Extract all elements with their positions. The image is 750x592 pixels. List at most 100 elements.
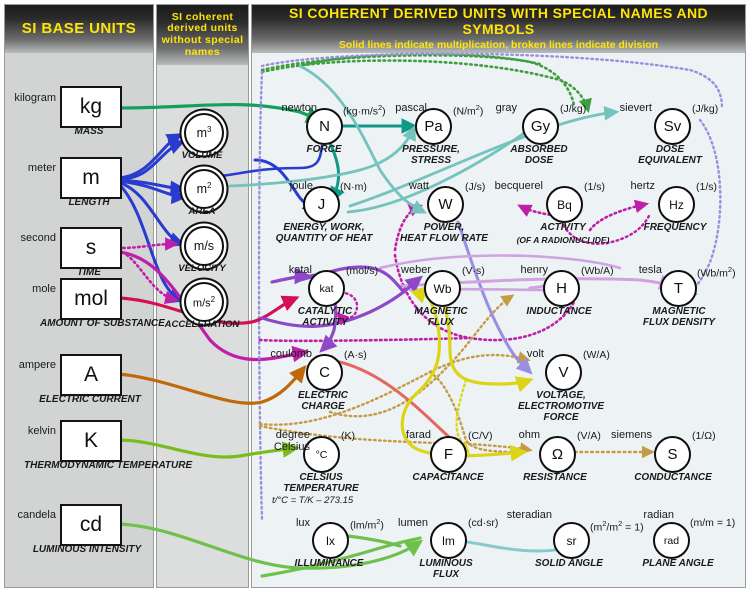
header-base-title: SI BASE UNITS	[21, 19, 137, 37]
unit-expression: (K)	[341, 430, 355, 442]
unit-quantity: INDUCTANCE	[526, 306, 592, 317]
unit-quantity: SOLID ANGLE	[535, 558, 603, 569]
unit-name: radian	[643, 509, 674, 521]
base-unit-symbol: mol	[60, 278, 122, 320]
base-unit-symbol: s	[60, 227, 122, 269]
unit-quantity: CAPACITANCE	[412, 472, 484, 483]
unit-symbol-W: W	[427, 186, 464, 223]
base-unit-quantity: LUMINOUS INTENSITY	[32, 544, 142, 555]
base-unit-quantity: MASS	[74, 126, 104, 137]
unit-expression: (Wb/m2)	[697, 265, 736, 280]
base-unit-quantity: AMOUNT OF SUBSTANCE	[40, 318, 165, 329]
unit-symbol-kat: kat	[308, 270, 345, 307]
unit-name: pascal	[395, 102, 427, 114]
unit-quantity: RESISTANCE	[523, 472, 587, 483]
unit-name: volt	[526, 348, 544, 360]
header-derived-no-special-names: SI coherent derived units without specia…	[157, 5, 248, 65]
header-middle-title: SI coherent derived units without specia…	[161, 10, 244, 58]
unit-quantity: PLANE ANGLE	[642, 558, 714, 569]
unit-quantity: FORCE	[306, 144, 342, 155]
unit-symbol-V: V	[545, 354, 582, 391]
celsius-formula: t/°C = T/K – 273.15	[272, 495, 354, 506]
unit-expression: (C/V)	[468, 430, 493, 442]
unit-expression: (V·s)	[462, 265, 485, 277]
unit-expression: (J/kg)	[692, 103, 719, 115]
unit-name: ohm	[518, 429, 540, 441]
base-unit-symbol: A	[60, 354, 122, 396]
unit-symbol-Hz: Hz	[658, 186, 695, 223]
unit-expression: (lm/m2)	[350, 517, 384, 532]
unit-expression: (W/A)	[583, 349, 610, 361]
unit-expression: (N/m2)	[453, 103, 484, 118]
unit-quantity: POWER,HEAT FLOW RATE	[400, 222, 488, 244]
unit-name: siemens	[611, 429, 652, 441]
unit-name: becquerel	[494, 180, 543, 192]
unit-expression: (V/A)	[577, 430, 601, 442]
unit-expression: (1/s)	[584, 181, 605, 193]
unit-expression: (Wb/A)	[581, 265, 614, 277]
base-unit-name: ampere	[18, 359, 56, 371]
unit-name: lux	[295, 517, 310, 529]
base-unit-name: mole	[32, 283, 56, 295]
base-unit-name: second	[20, 232, 56, 244]
unit-name: sievert	[619, 102, 652, 114]
unit-name: watt	[408, 180, 429, 192]
unit-expression: (N·m)	[340, 181, 367, 193]
header-main-title: SI COHERENT DERIVED UNITS WITH SPECIAL N…	[288, 5, 708, 37]
base-unit-name: meter	[27, 162, 56, 174]
ring-label-volume: VOLUME	[181, 150, 223, 161]
unit-expression: (cd·sr)	[468, 517, 499, 529]
base-unit-symbol: m	[60, 157, 122, 199]
unit-name: steradian	[506, 509, 552, 521]
unit-sub-note: (OF A RADIONUCLIDE)	[516, 235, 610, 245]
unit-symbol-ohm: Ω	[539, 436, 576, 473]
unit-symbol-S: S	[654, 436, 691, 473]
unit-name: coulomb	[270, 348, 312, 360]
derived-ring-acceleration[interactable]: m/s2	[184, 282, 224, 322]
unit-expression: (A·s)	[344, 349, 367, 361]
unit-name: farad	[405, 429, 431, 441]
derived-ring-volume[interactable]: m3	[184, 113, 224, 153]
ring-label-velocity: VELOCITY	[178, 263, 226, 274]
unit-symbol-Gy: Gy	[522, 108, 559, 145]
derived-ring-area[interactable]: m2	[184, 169, 224, 209]
unit-symbol-H: H	[543, 270, 580, 307]
ring-symbol-ms2: m/s2	[192, 294, 216, 310]
ring-symbol-m2: m2	[196, 181, 212, 197]
unit-expression: (m/m = 1)	[690, 517, 736, 529]
unit-expression: (1/Ω)	[692, 430, 716, 442]
unit-quantity: PRESSURE,STRESS	[402, 144, 460, 166]
unit-expression: (1/s)	[696, 181, 717, 193]
unit-name: henry	[520, 264, 548, 276]
base-unit-symbol: kg	[60, 86, 122, 128]
base-unit-symbol: cd	[60, 504, 122, 546]
unit-quantity: ENERGY, WORK,QUANTITY OF HEAT	[275, 222, 373, 244]
header-derived-special-names: SI COHERENT DERIVED UNITS WITH SPECIAL N…	[252, 5, 745, 53]
unit-symbol-T: T	[660, 270, 697, 307]
base-unit-name: kelvin	[27, 425, 56, 437]
header-si-base-units: SI BASE UNITS	[5, 5, 153, 53]
header-main-subtitle: Solid lines indicate multiplication, bro…	[338, 39, 659, 52]
base-unit-name: candela	[17, 509, 56, 521]
base-unit-quantity: LENGTH	[68, 197, 110, 208]
unit-expression: (J/s)	[465, 181, 486, 193]
unit-quantity: ILLUMINANCE	[294, 558, 364, 569]
unit-name: joule	[289, 180, 313, 192]
unit-symbol-lm: lm	[430, 522, 467, 559]
base-unit-quantity: THERMODYNAMIC TEMPERATURE	[24, 460, 193, 471]
base-unit-quantity: ELECTRIC CURRENT	[39, 394, 141, 405]
derived-ring-velocity[interactable]: m/s	[184, 226, 224, 266]
unit-name: tesla	[638, 264, 662, 276]
unit-symbol-Sv: Sv	[654, 108, 691, 145]
unit-quantity: CONDUCTANCE	[634, 472, 712, 483]
unit-expression: (m2/m2 = 1)	[590, 519, 644, 534]
unit-symbol-lx: lx	[312, 522, 349, 559]
base-unit-symbol: K	[60, 420, 122, 462]
